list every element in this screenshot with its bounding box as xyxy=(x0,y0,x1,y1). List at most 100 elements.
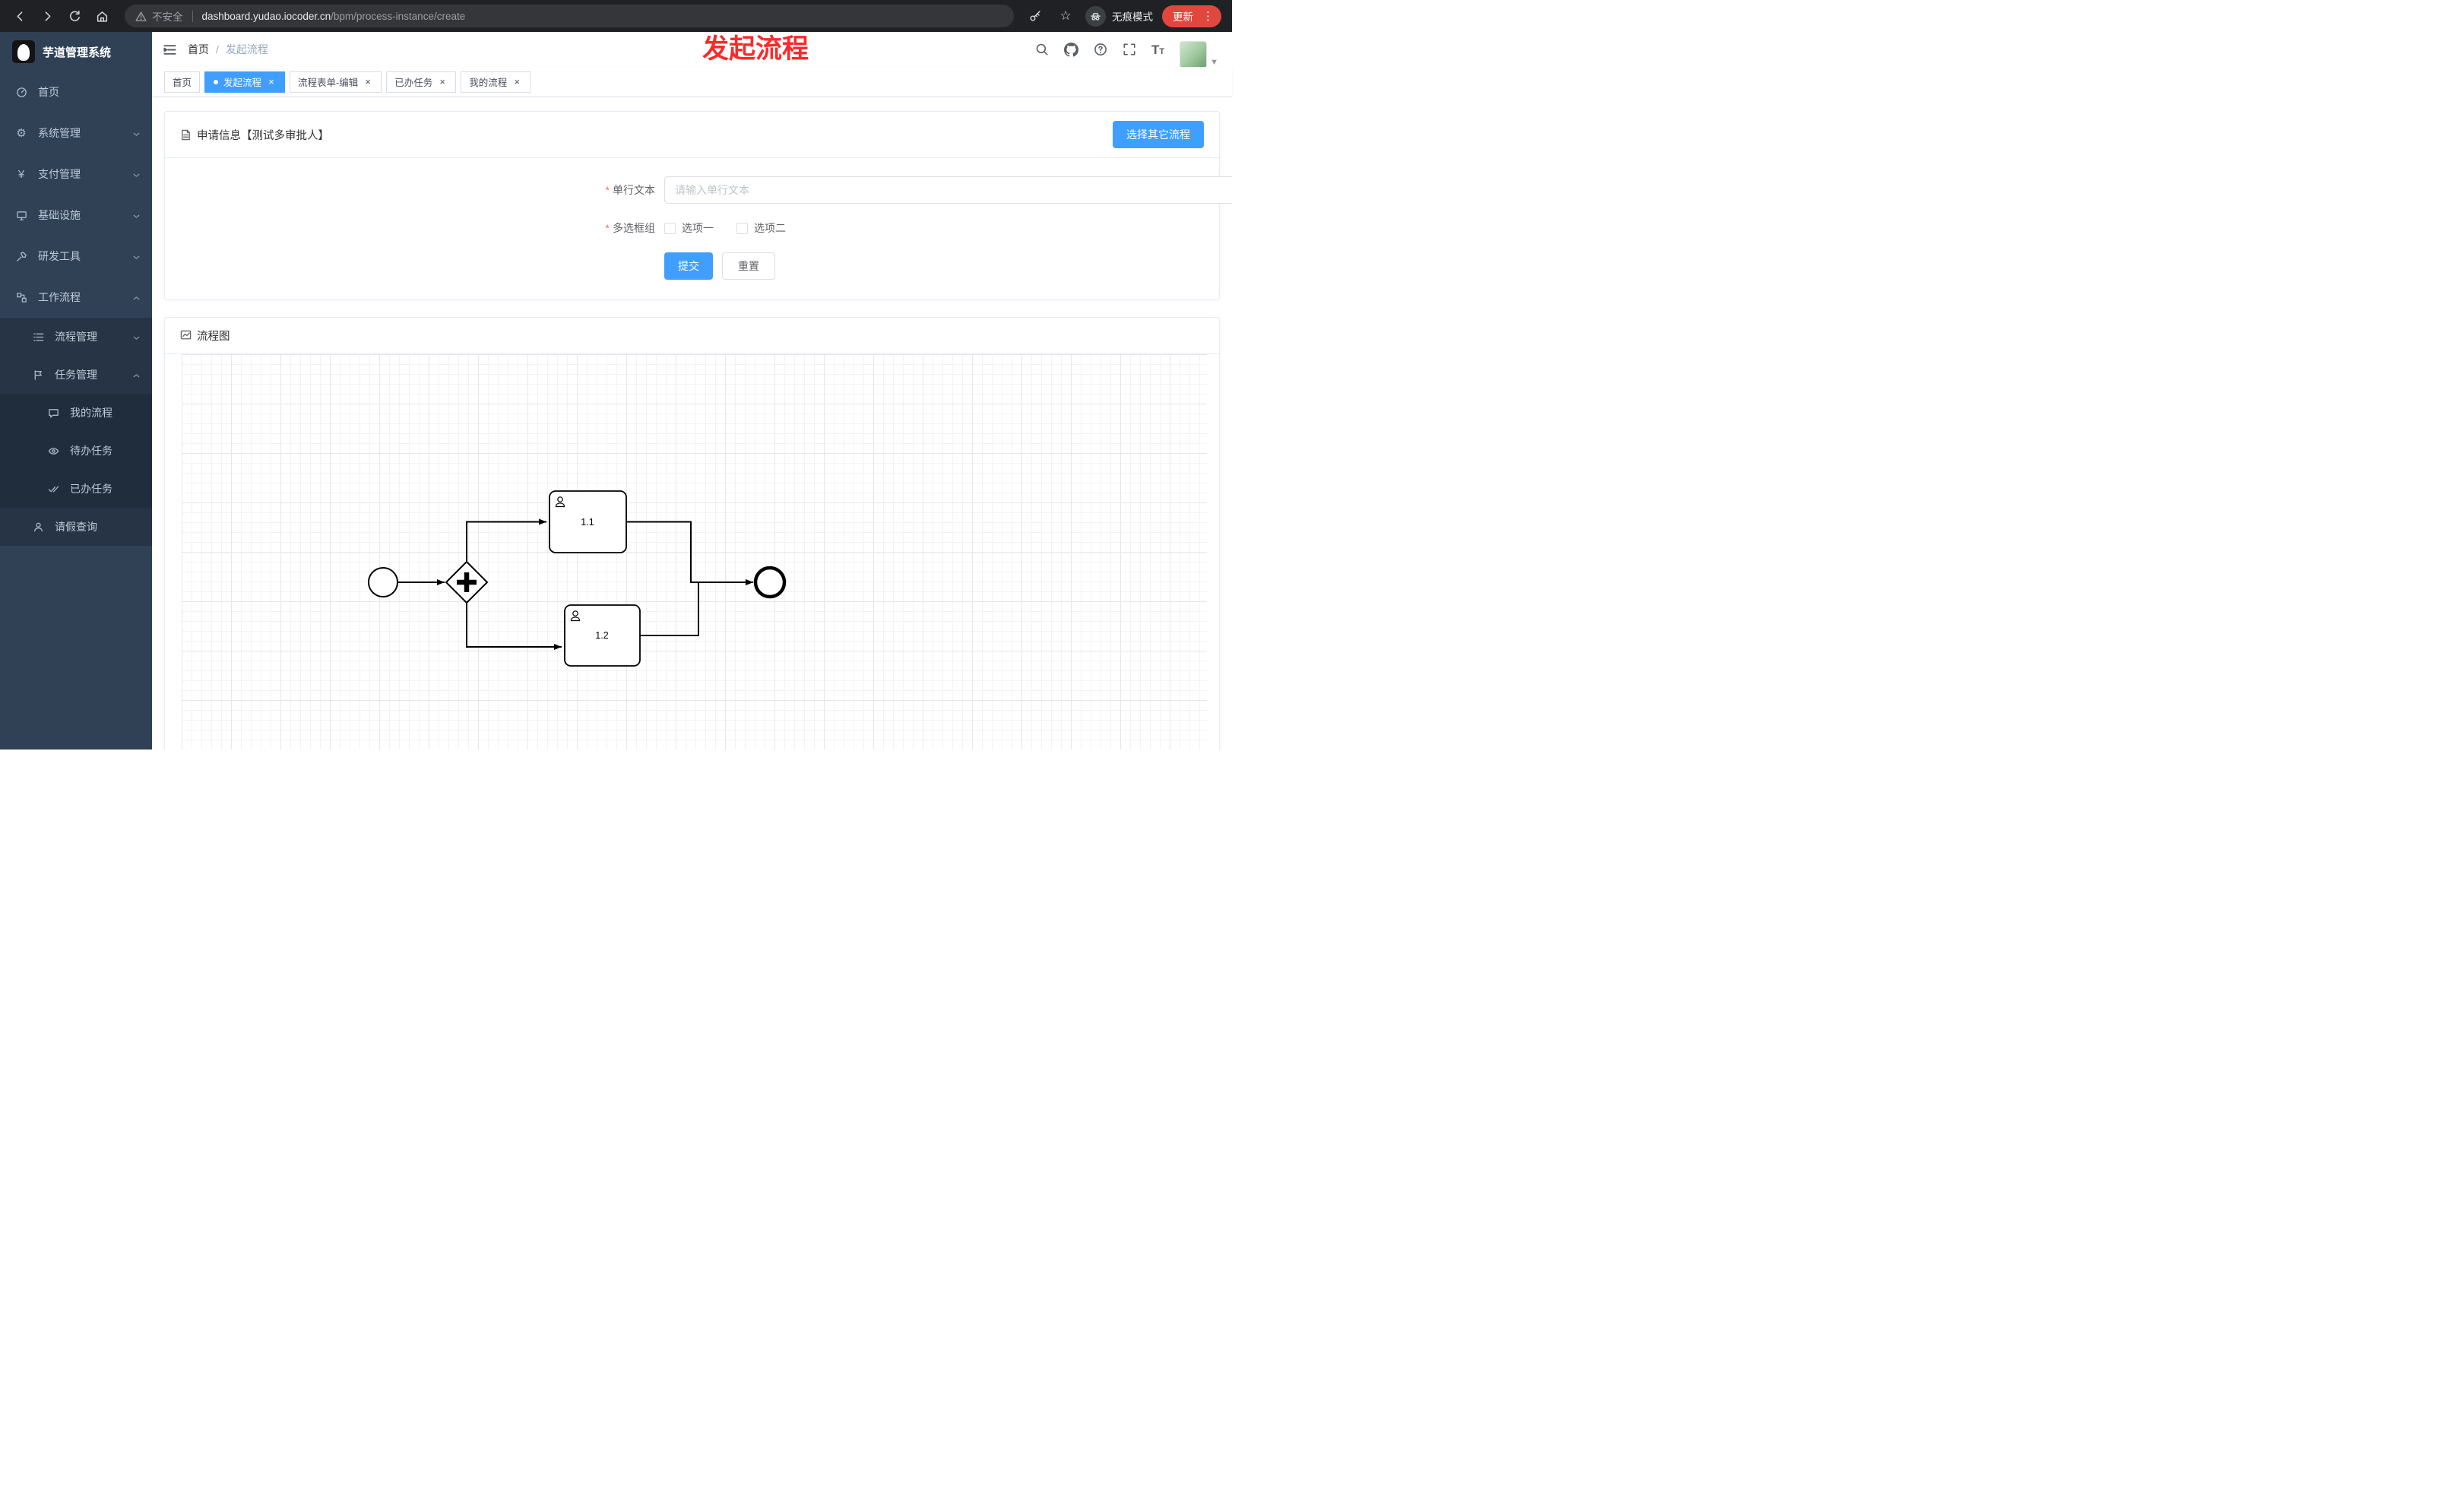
tab-done-tasks[interactable]: 已办任务 × xyxy=(386,71,457,93)
breadcrumb: 首页 / 发起流程 xyxy=(188,42,268,57)
key-icon xyxy=(1030,11,1040,21)
chevron-down-icon xyxy=(131,331,141,343)
chevron-down-icon xyxy=(131,209,141,221)
sidebar-item-leave-query[interactable]: 请假查询 xyxy=(0,508,152,546)
address-bar[interactable]: 不安全 dashboard.yudao.iocoder.cn/bpm/proce… xyxy=(125,5,1014,27)
sidebar-item-workflow[interactable]: 工作流程 xyxy=(0,277,152,318)
process-diagram-card: 流程图 xyxy=(164,317,1220,750)
caret-down-icon: ▼ xyxy=(1210,58,1218,67)
sidebar-item-process-management[interactable]: 流程管理 xyxy=(0,318,152,356)
star-icon: ☆ xyxy=(1059,8,1072,23)
gear-icon: ⚙ xyxy=(16,127,27,140)
tab-close-icon[interactable]: × xyxy=(514,76,521,87)
required-asterisk: * xyxy=(605,184,610,196)
sidebar-item-label: 请假查询 xyxy=(55,521,97,533)
tab-form-edit[interactable]: 流程表单-编辑 × xyxy=(290,71,382,93)
bpmn-connection-task2-end xyxy=(640,579,753,636)
tab-label: 流程表单-编辑 xyxy=(298,78,359,88)
breadcrumb-separator: / xyxy=(216,43,219,55)
sidebar-item-todo-tasks[interactable]: 待办任务 xyxy=(0,432,152,470)
font-size-icon-large: T xyxy=(1151,42,1160,57)
sidebar-item-my-processes[interactable]: 我的流程 xyxy=(0,394,152,432)
sidebar-item-system-management[interactable]: ⚙ 系统管理 xyxy=(0,113,152,154)
sidebar-item-infrastructure[interactable]: 基础设施 xyxy=(0,195,152,236)
back-icon xyxy=(17,11,22,21)
browser-menu-icon[interactable]: ⋮ xyxy=(1202,10,1214,23)
bpmn-user-task-1-1 xyxy=(549,490,627,553)
sidebar-item-task-management[interactable]: 任务管理 xyxy=(0,356,152,394)
single-line-text-input[interactable] xyxy=(664,176,1232,204)
chrome-update-button[interactable]: 更新 ⋮ xyxy=(1162,5,1221,27)
fullscreen-button[interactable] xyxy=(1123,43,1136,56)
chevron-down-icon xyxy=(131,250,141,262)
sidebar-item-home[interactable]: 首页 xyxy=(0,71,152,113)
checkbox-label: 选项一 xyxy=(682,222,714,234)
browser-chrome: 不安全 dashboard.yudao.iocoder.cn/bpm/proce… xyxy=(0,0,1232,32)
tab-label: 我的流程 xyxy=(469,78,508,88)
diagram-title-row: 流程图 xyxy=(180,328,230,344)
help-button[interactable] xyxy=(1094,43,1107,56)
sidebar-item-label: 我的流程 xyxy=(70,407,112,419)
checkbox-label: 选项二 xyxy=(754,222,786,234)
breadcrumb-home[interactable]: 首页 xyxy=(188,43,209,55)
app-logo[interactable]: 芋道管理系统 xyxy=(0,32,152,71)
tab-initiate-process[interactable]: 发起流程 × xyxy=(204,71,286,93)
bpmn-canvas[interactable]: 1.1 1.2 xyxy=(182,354,1207,750)
user-avatar-menu[interactable]: ▼ xyxy=(1180,41,1218,68)
browser-forward-button[interactable] xyxy=(35,4,59,28)
sidebar-item-label: 工作流程 xyxy=(38,291,81,303)
forward-icon xyxy=(45,11,50,21)
sidebar-collapse-button[interactable] xyxy=(163,43,177,57)
logo-avatar xyxy=(12,40,35,63)
sidebar-item-label: 基础设施 xyxy=(38,209,81,221)
tab-close-icon[interactable]: × xyxy=(365,76,371,87)
checkbox-option-1[interactable]: 选项一 xyxy=(664,220,714,236)
page-content: 申请信息【测试多审批人】 选择其它流程 *单行文本 *多选框组 xyxy=(152,97,1232,750)
reset-button[interactable]: 重置 xyxy=(722,252,775,280)
browser-home-button[interactable] xyxy=(90,4,114,28)
sidebar-item-payment-management[interactable]: ¥ 支付管理 xyxy=(0,154,152,195)
header-search-button[interactable] xyxy=(1035,43,1049,56)
sidebar: 芋道管理系统 首页 ⚙ 系统管理 ¥ 支付管理 基础设施 xyxy=(0,32,152,750)
bpmn-connection-gateway-task1 xyxy=(466,518,546,562)
browser-back-button[interactable] xyxy=(8,4,32,28)
bpmn-start-event xyxy=(368,567,398,597)
checkbox-group-label: *多选框组 xyxy=(605,222,655,234)
sidebar-item-label: 支付管理 xyxy=(38,168,81,180)
font-size-icon-small: T xyxy=(1159,46,1165,56)
checkbox-icon[interactable] xyxy=(736,222,748,234)
sidebar-item-label: 任务管理 xyxy=(55,369,97,381)
not-secure-warning-icon xyxy=(135,11,147,21)
sidebar-item-done-tasks[interactable]: 已办任务 xyxy=(0,470,152,508)
flag-icon xyxy=(32,369,44,381)
breadcrumb-current: 发起流程 xyxy=(225,43,268,55)
question-icon xyxy=(1094,43,1107,55)
flowchart-icon xyxy=(180,330,192,340)
github-link[interactable] xyxy=(1063,42,1078,57)
chevron-down-icon xyxy=(131,168,141,180)
tab-my-processes[interactable]: 我的流程 × xyxy=(461,71,531,93)
bookmark-star-button[interactable]: ☆ xyxy=(1055,5,1076,27)
sidebar-item-dev-tools[interactable]: 研发工具 xyxy=(0,236,152,277)
tab-home[interactable]: 首页 xyxy=(164,71,201,93)
checkbox-option-2[interactable]: 选项二 xyxy=(736,220,786,236)
chevron-down-icon xyxy=(131,127,141,139)
choose-other-process-button[interactable]: 选择其它流程 xyxy=(1113,121,1204,148)
checkbox-icon[interactable] xyxy=(664,222,676,234)
password-key-button[interactable] xyxy=(1025,5,1046,27)
submit-button[interactable]: 提交 xyxy=(664,252,713,280)
tab-close-icon[interactable]: × xyxy=(268,76,274,87)
github-icon xyxy=(1063,42,1078,57)
tab-close-icon[interactable]: × xyxy=(439,76,446,87)
browser-reload-button[interactable] xyxy=(62,4,87,28)
eye-icon xyxy=(47,445,59,457)
bpmn-end-event xyxy=(753,566,787,599)
tab-label: 发起流程 xyxy=(223,78,262,88)
url-domain: dashboard.yudao.iocoder.cn xyxy=(201,10,331,22)
diagram-title: 流程图 xyxy=(197,331,230,343)
url-path: /bpm/process-instance/create xyxy=(331,10,466,22)
fullscreen-icon xyxy=(1123,43,1135,55)
user-icon xyxy=(32,521,44,533)
